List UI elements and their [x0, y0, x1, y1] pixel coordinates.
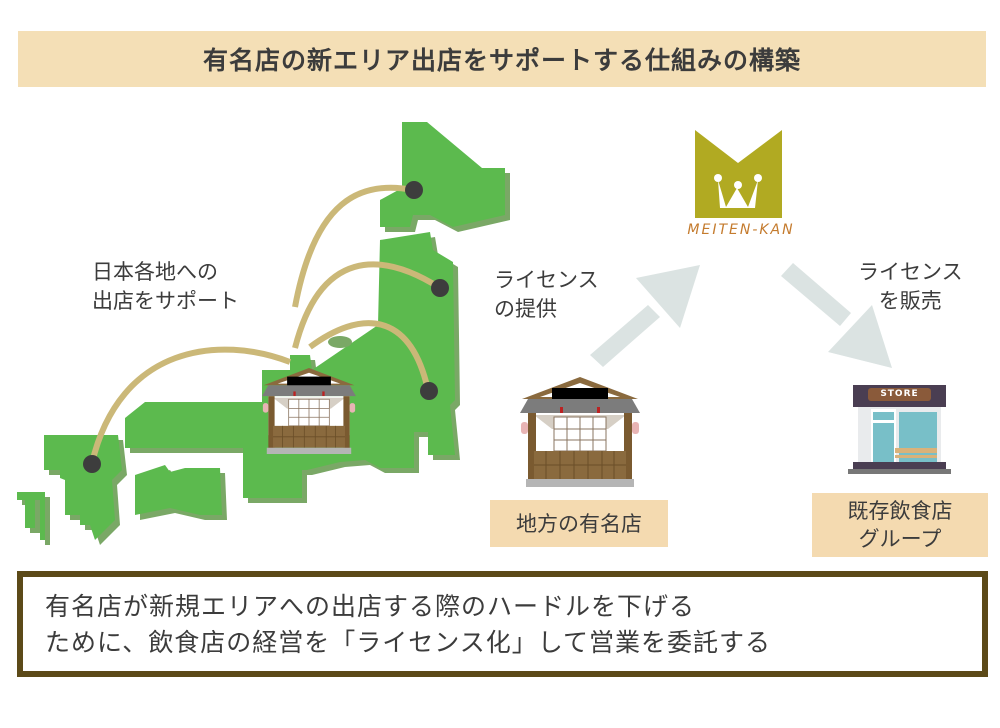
group-label-line2: グループ: [858, 527, 942, 551]
logo-text: MEITEN-KAN: [687, 222, 795, 238]
restaurant-group-tag: 既存飲食店 グループ: [812, 493, 988, 557]
meiten-kan-logo: [695, 130, 782, 218]
arc-hokkaido: [292, 184, 414, 308]
map-label-line2: 出店をサポート: [92, 289, 239, 313]
map-support-label: 日本各地への 出店をサポート: [92, 258, 239, 316]
sell-license-label: ライセンス を販売: [858, 258, 963, 316]
store-icon: [848, 385, 951, 474]
kyushu: [44, 435, 122, 540]
arrow-sell-icon: [781, 263, 892, 368]
local-shop-tag: 地方の有名店: [490, 500, 668, 547]
japan-map: [17, 122, 510, 545]
location-dot: [83, 455, 101, 473]
honshu: [125, 232, 455, 498]
location-dot: [420, 382, 438, 400]
location-dot: [431, 279, 449, 297]
summary-box: 有名店が新規エリアへの出店する際のハードルを下げる ために、飲食店の経営を「ライ…: [17, 571, 988, 677]
sell-label-line2: を販売: [878, 289, 942, 313]
sell-label-line1: ライセンス: [858, 260, 963, 284]
hokkaido: [380, 122, 505, 227]
page-title: 有名店の新エリア出店をサポートする仕組みの構築: [18, 31, 986, 87]
shop-house-icon: [262, 368, 356, 454]
local-shop-icon: [520, 377, 640, 487]
map-label-line1: 日本各地への: [92, 260, 218, 284]
provide-label-line1: ライセンス: [494, 268, 599, 292]
summary-line2: ために、飲食店の経営を「ライセンス化」して営業を委託する: [45, 628, 772, 657]
provide-label-line2: の提供: [494, 297, 557, 321]
location-dot: [405, 181, 423, 199]
arc-kyushu: [89, 346, 292, 464]
store-sign-text: STORE: [880, 389, 919, 399]
arc-tohoku: [292, 261, 442, 349]
arrow-provide-icon: [590, 265, 700, 367]
arc-kanto: [308, 320, 431, 391]
shikoku: [135, 465, 222, 515]
summary-line1: 有名店が新規エリアへの出店する際のハードルを下げる: [45, 592, 696, 621]
provide-license-label: ライセンス の提供: [494, 266, 599, 324]
group-label-line1: 既存飲食店: [847, 499, 953, 523]
